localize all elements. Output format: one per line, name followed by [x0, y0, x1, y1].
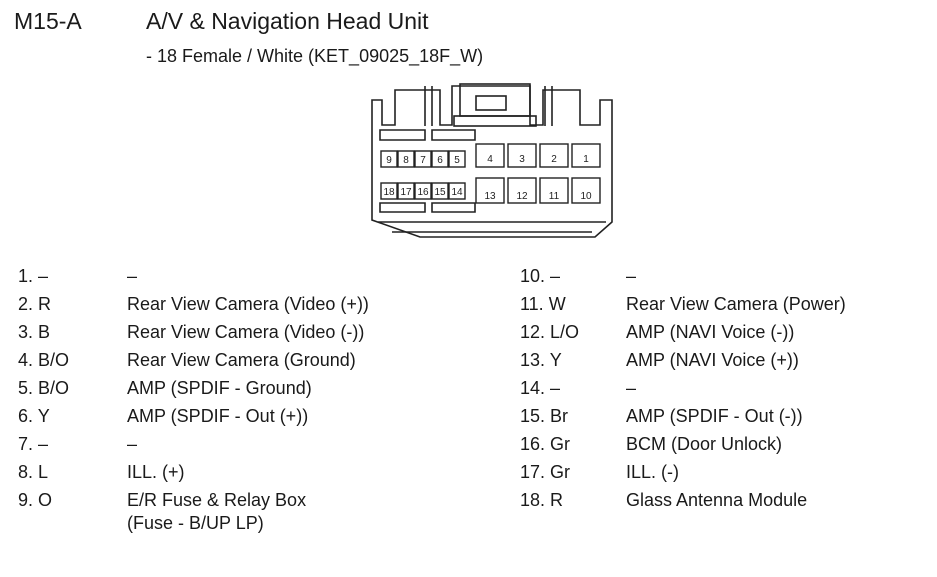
connector-pin-label: 11 — [549, 191, 560, 202]
connector-pin-cell — [431, 150, 449, 168]
connector-pin-cell — [571, 143, 601, 168]
pin-description: – — [626, 266, 637, 286]
connector-pin-cell — [397, 150, 415, 168]
connector-pin-label: 13 — [484, 191, 496, 202]
connector-pin-label: 1 — [583, 154, 589, 165]
connector-title: A/V & Navigation Head Unit — [146, 8, 429, 34]
pin9-continuation: (Fuse - B/UP LP) — [127, 513, 264, 533]
pin-number-color: 16. Gr — [520, 434, 571, 454]
connector-pin-cell — [507, 143, 537, 168]
pin-number-color: 10. – — [520, 266, 561, 286]
connector-code: M15-A — [14, 8, 82, 34]
pin-number-color: 13. Y — [520, 350, 562, 370]
connector-pin-label: 3 — [519, 154, 525, 165]
connector-pin-label: 16 — [417, 187, 429, 198]
connector-pin-cell — [539, 143, 569, 168]
pin-description: AMP (SPDIF - Out (+)) — [127, 406, 309, 426]
pin-number-color: 9. O — [18, 490, 53, 510]
connector-pin-label: 7 — [420, 155, 426, 166]
connector-pin-cell — [431, 182, 449, 200]
pin-description: ILL. (+) — [127, 462, 185, 482]
pin-description: ILL. (-) — [626, 462, 680, 482]
pin-description: Rear View Camera (Power) — [626, 294, 846, 314]
connector-latch — [459, 83, 531, 117]
pin-description: – — [127, 266, 138, 286]
connector-housing — [371, 85, 613, 238]
connector-pin-label: 5 — [454, 155, 460, 166]
connector-pin-cell — [448, 150, 466, 168]
connector-pin-cell — [397, 182, 415, 200]
pin-description: BCM (Door Unlock) — [626, 434, 783, 454]
connector-pin-cell — [414, 182, 432, 200]
pin-number-color: 11. W — [520, 294, 566, 314]
pin-description: – — [127, 434, 138, 454]
connector-subtitle: - 18 Female / White (KET_09025_18F_W) — [146, 46, 484, 66]
connector-pin-label: 2 — [551, 154, 557, 165]
pin-number-color: 17. Gr — [520, 462, 571, 482]
connector-pin-cell — [507, 177, 537, 204]
pin-number-color: 14. – — [520, 378, 561, 398]
connector-pin-label: 8 — [403, 155, 409, 166]
connector-pin-cell — [414, 150, 432, 168]
housing-inner-edge — [378, 221, 606, 233]
connector-pin-cell — [380, 150, 398, 168]
pin-description: AMP (SPDIF - Ground) — [127, 378, 312, 398]
pin-number-color: 2. R — [18, 294, 52, 314]
pin-description: AMP (SPDIF - Out (-)) — [626, 406, 803, 426]
pin-number-color: 5. B/O — [18, 378, 70, 398]
pin-number-color: 15. Br — [520, 406, 569, 426]
connector-pin-cell — [571, 177, 601, 204]
connector-pin-cell — [539, 177, 569, 204]
pin-number-color: 3. B — [18, 322, 51, 342]
connector-pin-label: 10 — [580, 191, 592, 202]
pin-number-color: 7. – — [18, 434, 49, 454]
connector-pin-label: 4 — [487, 154, 493, 165]
pin-number-color: 18. R — [520, 490, 564, 510]
pin-description: Rear View Camera (Video (-)) — [127, 322, 365, 342]
connector-pin-label: 6 — [437, 155, 443, 166]
pin-number-color: 6. Y — [18, 406, 50, 426]
connector-pin-label: 12 — [516, 191, 528, 202]
pin-description: E/R Fuse & Relay Box — [127, 490, 307, 510]
pin-description: – — [626, 378, 637, 398]
connector-pin-label: 14 — [451, 187, 463, 198]
pin-number-color: 8. L — [18, 462, 49, 482]
pin-description: AMP (NAVI Voice (+)) — [626, 350, 799, 370]
connector-pin-label: 17 — [400, 187, 412, 198]
connector-pin-cell — [475, 177, 505, 204]
pin-description: AMP (NAVI Voice (-)) — [626, 322, 795, 342]
pin-description: Glass Antenna Module — [626, 490, 808, 510]
pin-number-color: 1. – — [18, 266, 49, 286]
connector-pin-cell — [448, 182, 466, 200]
connector-pin-cell — [475, 143, 505, 168]
connector-pin-label: 18 — [383, 187, 395, 198]
connector-pin-label: 9 — [386, 155, 392, 166]
pin-number-color: 12. L/O — [520, 322, 580, 342]
connector-pin-cell — [380, 182, 398, 200]
pin-description: Rear View Camera (Video (+)) — [127, 294, 369, 314]
pin-description: Rear View Camera (Ground) — [127, 350, 356, 370]
pin-number-color: 4. B/O — [18, 350, 70, 370]
connector-pin-label: 15 — [434, 187, 446, 198]
